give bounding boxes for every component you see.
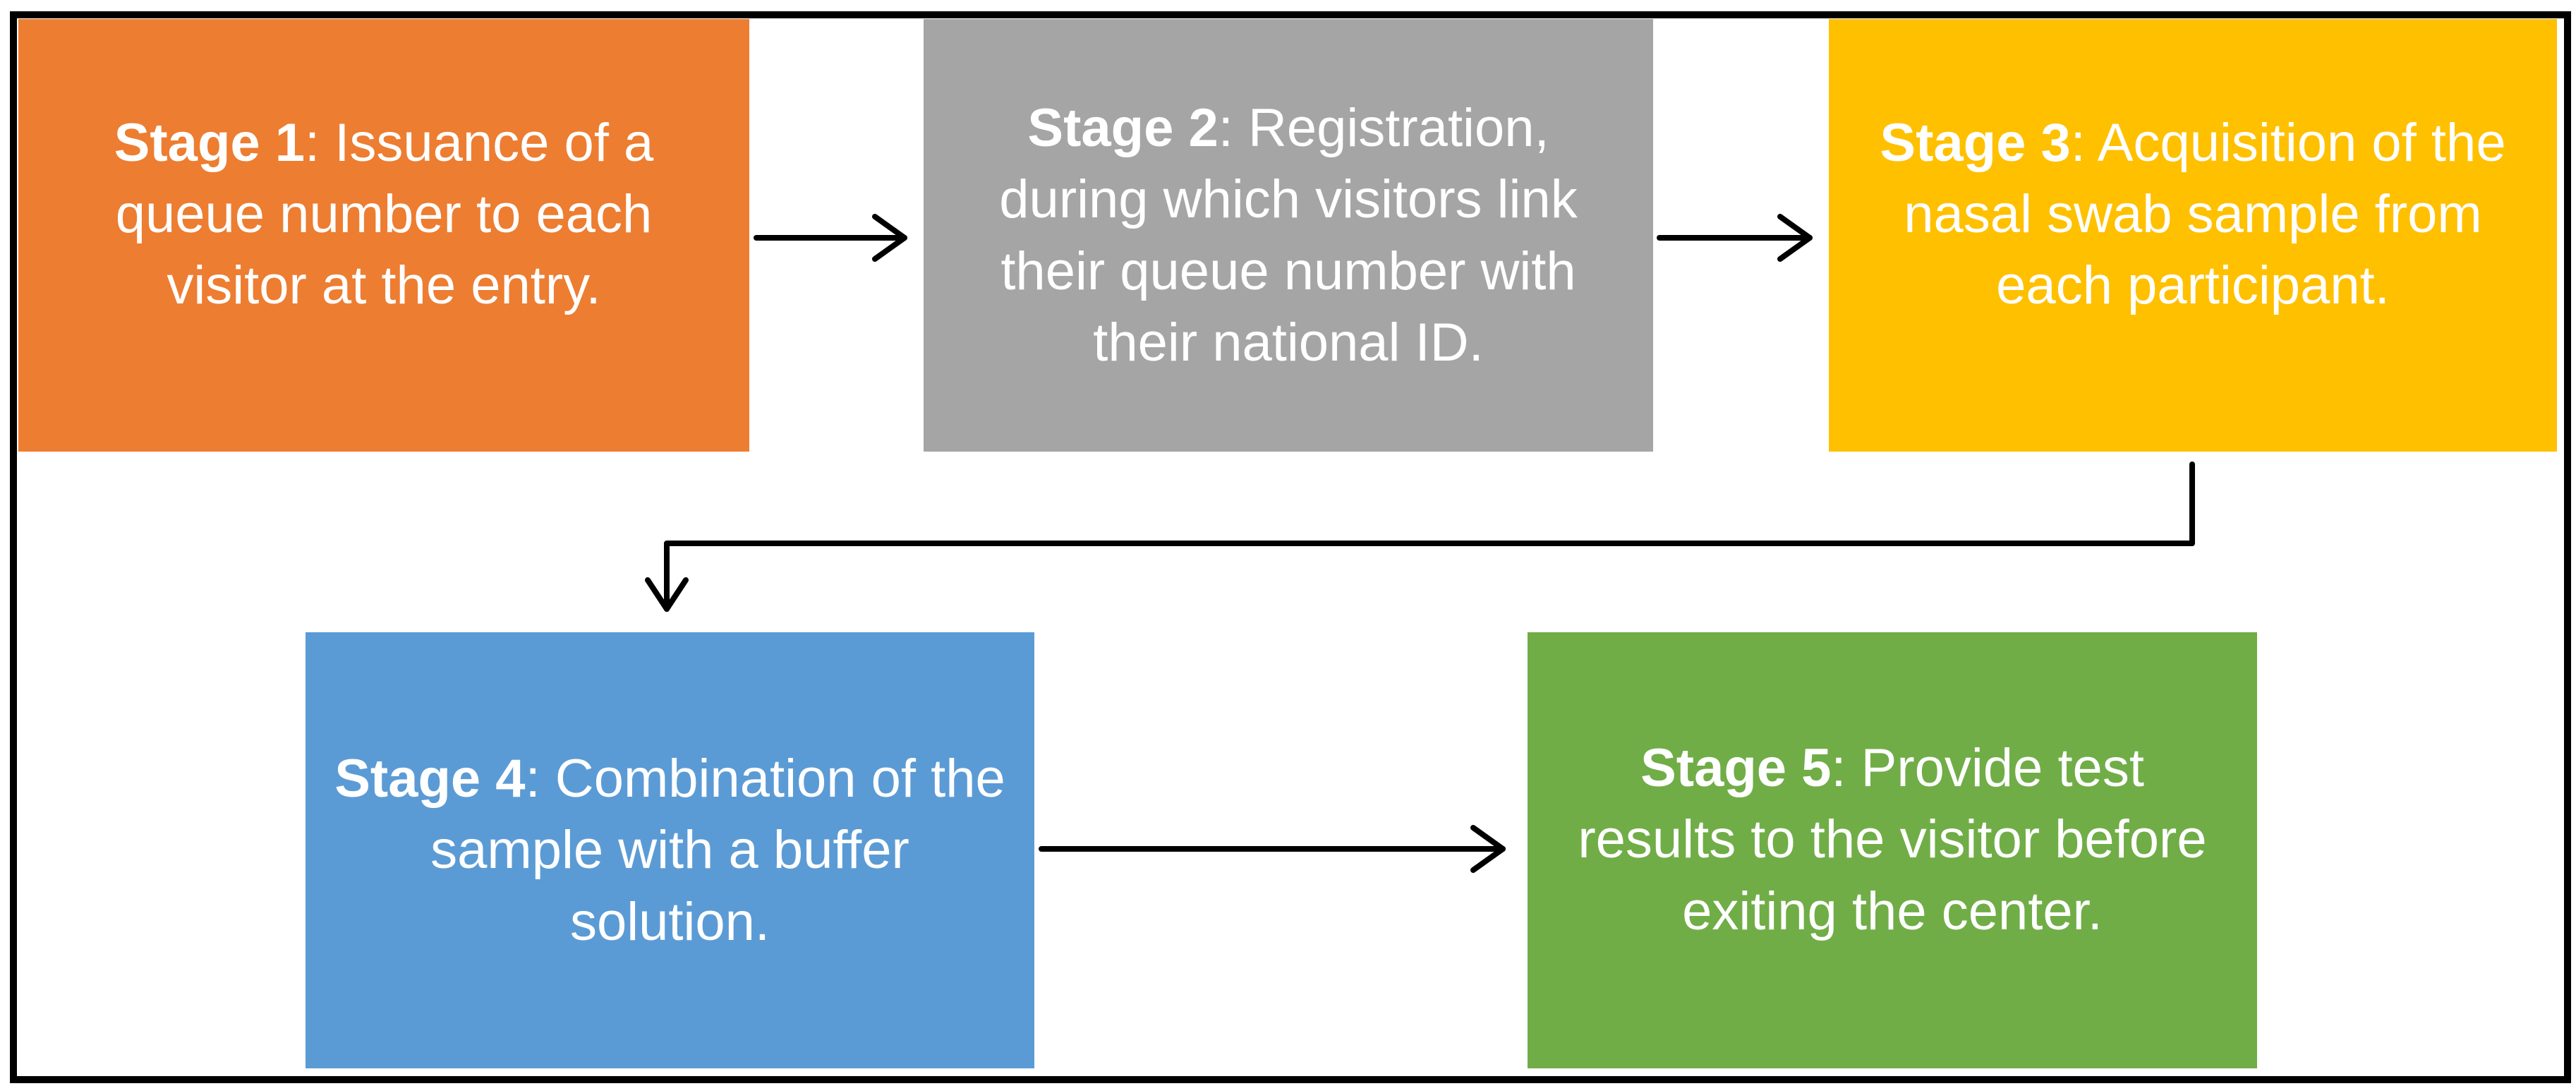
stage-3-text: Stage 3: Acquisition of the nasal swab s… <box>1857 107 2529 321</box>
stage-5-text: Stage 5: Provide test results to the vis… <box>1556 732 2229 946</box>
stage-4-label: Stage 4 <box>334 749 526 809</box>
stage-5-label: Stage 5 <box>1640 738 1832 799</box>
stage-2-text: Stage 2: Registration, during which visi… <box>952 92 1625 378</box>
stage-4-description: : Combination of the sample with a buffe… <box>430 749 1005 952</box>
stage-2-description: : Registration, during which visitors li… <box>999 98 1578 373</box>
stage-1-label: Stage 1 <box>114 112 306 173</box>
stage-1-box: Stage 1: Issuance of a queue number to e… <box>18 19 749 452</box>
stage-5-description: : Provide test results to the visitor be… <box>1578 738 2207 941</box>
stage-4-text: Stage 4: Combination of the sample with … <box>334 743 1006 957</box>
stage-2-label: Stage 2 <box>1027 98 1219 159</box>
stage-3-label: Stage 3 <box>1880 112 2071 173</box>
stage-4-box: Stage 4: Combination of the sample with … <box>306 632 1034 1068</box>
stage-5-box: Stage 5: Provide test results to the vis… <box>1528 632 2257 1068</box>
stage-3-box: Stage 3: Acquisition of the nasal swab s… <box>1829 19 2557 452</box>
stage-1-text: Stage 1: Issuance of a queue number to e… <box>47 107 721 321</box>
stage-1-description: : Issuance of a queue number to each vis… <box>115 112 654 316</box>
stage-2-box: Stage 2: Registration, during which visi… <box>924 19 1653 452</box>
stage-3-description: : Acquisition of the nasal swab sample f… <box>1904 112 2506 316</box>
outer-frame <box>10 11 2571 1083</box>
